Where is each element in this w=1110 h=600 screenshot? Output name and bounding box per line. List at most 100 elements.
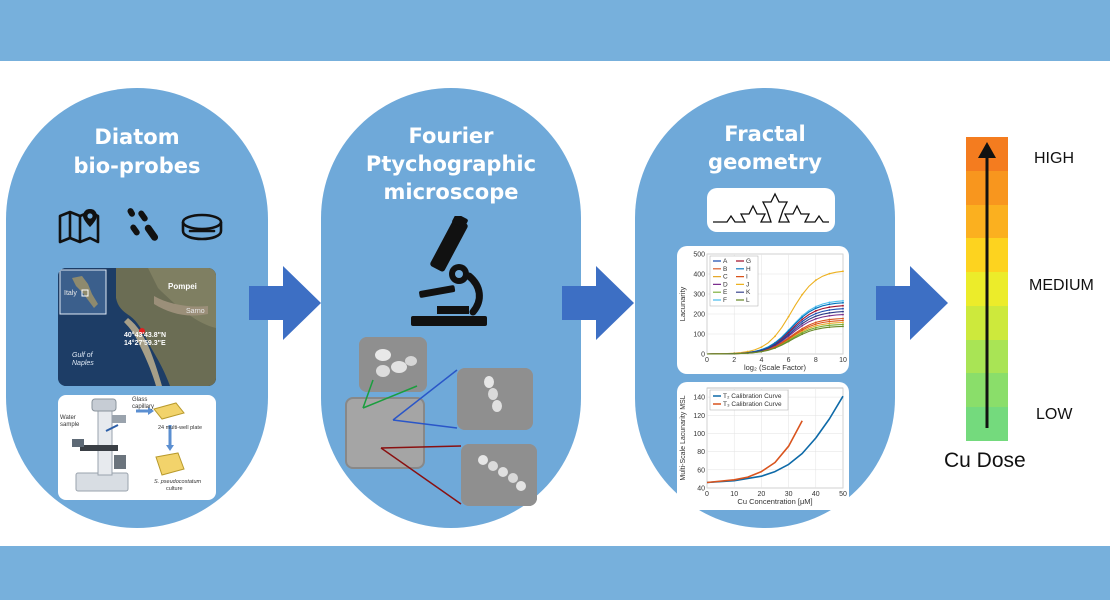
dose-label-high: HIGH [1034, 150, 1074, 167]
data-point [774, 342, 776, 344]
petri-dish-icon [181, 213, 223, 241]
step-title-line: Ptychographic [365, 152, 537, 176]
data-point [814, 326, 817, 329]
microscope-icon [411, 216, 487, 326]
data-point [828, 326, 831, 329]
data-point [842, 323, 844, 326]
data-point [814, 328, 817, 331]
legend-entry: K [746, 289, 751, 296]
dose-increase-arrow-icon [978, 142, 996, 428]
data-point [828, 309, 831, 311]
data-point [814, 317, 817, 320]
zoom-connector-lines [362, 369, 462, 505]
legend-entry: T₃ Calibration Curve [723, 401, 782, 408]
legend-entry: G [746, 258, 751, 265]
data-point [842, 321, 844, 324]
legend-entry: L [746, 297, 750, 304]
koch-curve-panel [707, 188, 835, 232]
x-tick-label: 40 [812, 491, 820, 498]
data-point [842, 310, 844, 313]
y-tick-label: 80 [697, 449, 705, 456]
legend-entry: B [723, 266, 727, 273]
lab-setup-photo: Water sample Glass capillary 24 multi-we… [58, 395, 216, 500]
map-inset-label: Italy [64, 290, 77, 297]
map-place-label: Pompei [168, 282, 197, 291]
map-coordinate: 40°43'43.8"N [124, 332, 167, 339]
y-tick-label: 0 [701, 352, 705, 359]
data-point [828, 322, 831, 325]
legend-entry: E [723, 289, 728, 296]
map-place-label: Sarno [186, 308, 205, 315]
data-point [787, 340, 790, 343]
data-point [814, 310, 817, 312]
lab-label: capillary [132, 404, 155, 410]
data-point [801, 324, 804, 327]
step-title-line: bio-probes [73, 154, 201, 178]
data-point [801, 320, 804, 323]
data-point [828, 301, 831, 304]
data-point [760, 350, 763, 353]
series-line-L [706, 325, 844, 355]
step-title-line: Diatom [94, 125, 180, 149]
data-point [828, 306, 831, 309]
data-point [787, 315, 790, 318]
legend-box [709, 389, 789, 411]
x-tick-label: 30 [785, 491, 793, 498]
legend-entry: D [723, 281, 728, 288]
data-point [801, 293, 804, 296]
data-point [801, 331, 804, 334]
data-point [787, 337, 790, 340]
step-title-line: microscope [383, 180, 519, 204]
y-tick-label: 120 [693, 413, 705, 420]
data-point [746, 352, 749, 355]
y-tick-label: 40 [697, 486, 705, 493]
x-tick-label: 2 [732, 357, 736, 364]
data-point [842, 313, 844, 316]
y-tick-label: 100 [693, 431, 705, 438]
dose-title: Cu Dose [944, 449, 1026, 472]
data-point [828, 303, 831, 306]
y-tick-label: 60 [697, 467, 705, 474]
data-point [760, 346, 763, 349]
micrograph-field-of-view [345, 397, 425, 469]
calibration-curve [706, 395, 844, 484]
lab-label: S. pseudocostatum [154, 479, 202, 485]
data-point [828, 311, 831, 314]
legend-box [709, 255, 759, 307]
data-point [842, 270, 844, 273]
y-axis-label: Multi-Scale Lacunarity MSL [680, 395, 687, 480]
step-fourier-ptychographic-microscope: Fourier Ptychographic microscope [321, 88, 581, 528]
data-point [842, 301, 844, 304]
series-line-E [706, 323, 844, 355]
data-point [828, 272, 831, 275]
y-tick-label: 100 [693, 332, 705, 339]
micrograph-diatom-cluster [359, 337, 427, 392]
step-title-line: Fourier [408, 124, 494, 148]
data-point [801, 327, 804, 330]
x-tick-label: 50 [839, 491, 847, 498]
legend-entry: T₂ Calibration Curve [723, 393, 782, 400]
flow-arrow-right [876, 266, 948, 340]
y-tick-label: 300 [693, 292, 705, 299]
data-point [828, 314, 831, 317]
x-tick-label: 10 [730, 491, 738, 498]
legend-entry: F [723, 297, 727, 304]
y-tick-label: 400 [693, 272, 705, 279]
map-coordinate: 14°27'59.3"E [124, 340, 166, 347]
step-title-line: geometry [708, 150, 822, 174]
legend-entry: H [746, 266, 751, 273]
map-location-icon [58, 209, 100, 244]
x-axis-label: log₂ (Scale Factor) [744, 363, 807, 372]
legend-entry: C [723, 274, 728, 281]
data-point [774, 345, 776, 348]
step-title-line: Fractal [724, 122, 806, 146]
data-point [787, 329, 790, 332]
map-gulf-label: Naples [72, 360, 94, 367]
x-tick-label: 4 [759, 357, 763, 364]
y-axis-label: Lacunarity [678, 286, 687, 321]
top-banner [0, 0, 1110, 61]
data-point [801, 318, 804, 321]
data-point [801, 333, 804, 336]
